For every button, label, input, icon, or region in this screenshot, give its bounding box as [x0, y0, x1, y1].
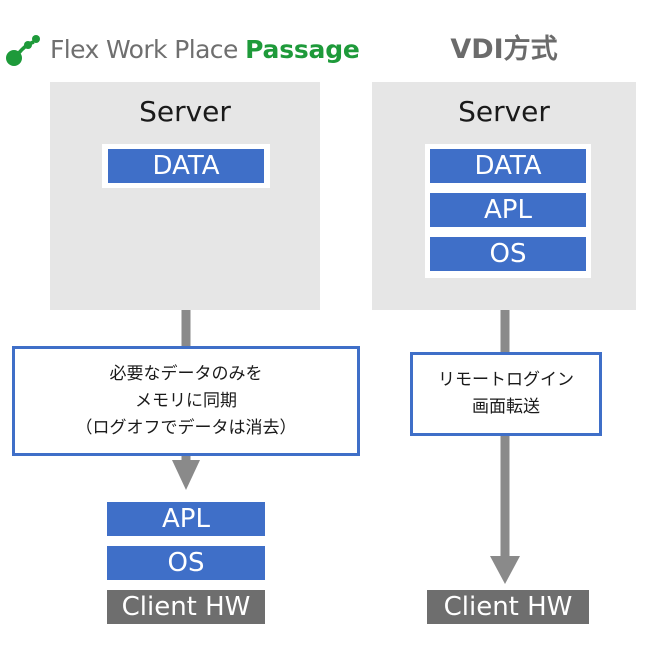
right-callout-line-1: リモートログイン — [438, 370, 574, 390]
left-client-apl-block: APL — [107, 502, 265, 536]
right-server-os-block: OS — [430, 237, 586, 271]
left-callout-line-3: （ログオフでデータは消去） — [75, 417, 297, 438]
right-server-label: Server — [458, 95, 550, 128]
left-sync-arrow-head — [172, 460, 200, 490]
left-server-data-block: DATA — [108, 149, 264, 183]
left-callout-line-2: メモリに同期 — [135, 390, 237, 411]
brand-name-main: Flex Work Place — [50, 35, 246, 64]
right-method-title: VDI方式 — [450, 34, 558, 65]
left-brand-title: Flex Work Place Passage — [50, 32, 360, 68]
right-remote-arrow-head-down — [490, 556, 520, 584]
left-server-label: Server — [139, 95, 231, 128]
right-remote-callout: リモートログイン 画面転送 — [410, 352, 602, 436]
right-server-data-block: DATA — [430, 149, 586, 183]
right-server-apl-block: APL — [430, 193, 586, 227]
brand-name-accent: Passage — [245, 35, 360, 64]
left-sync-callout: 必要なデータのみを メモリに同期 （ログオフでデータは消去） — [12, 346, 360, 456]
right-client-hw-block: Client HW — [427, 590, 589, 624]
left-callout-line-1: 必要なデータのみを — [109, 363, 263, 384]
left-client-os-block: OS — [107, 546, 265, 580]
left-server-panel — [50, 82, 320, 310]
leaf-sprout-icon — [4, 30, 42, 70]
left-client-hw-block: Client HW — [107, 590, 265, 624]
right-callout-line-2: 画面転送 — [472, 397, 540, 417]
